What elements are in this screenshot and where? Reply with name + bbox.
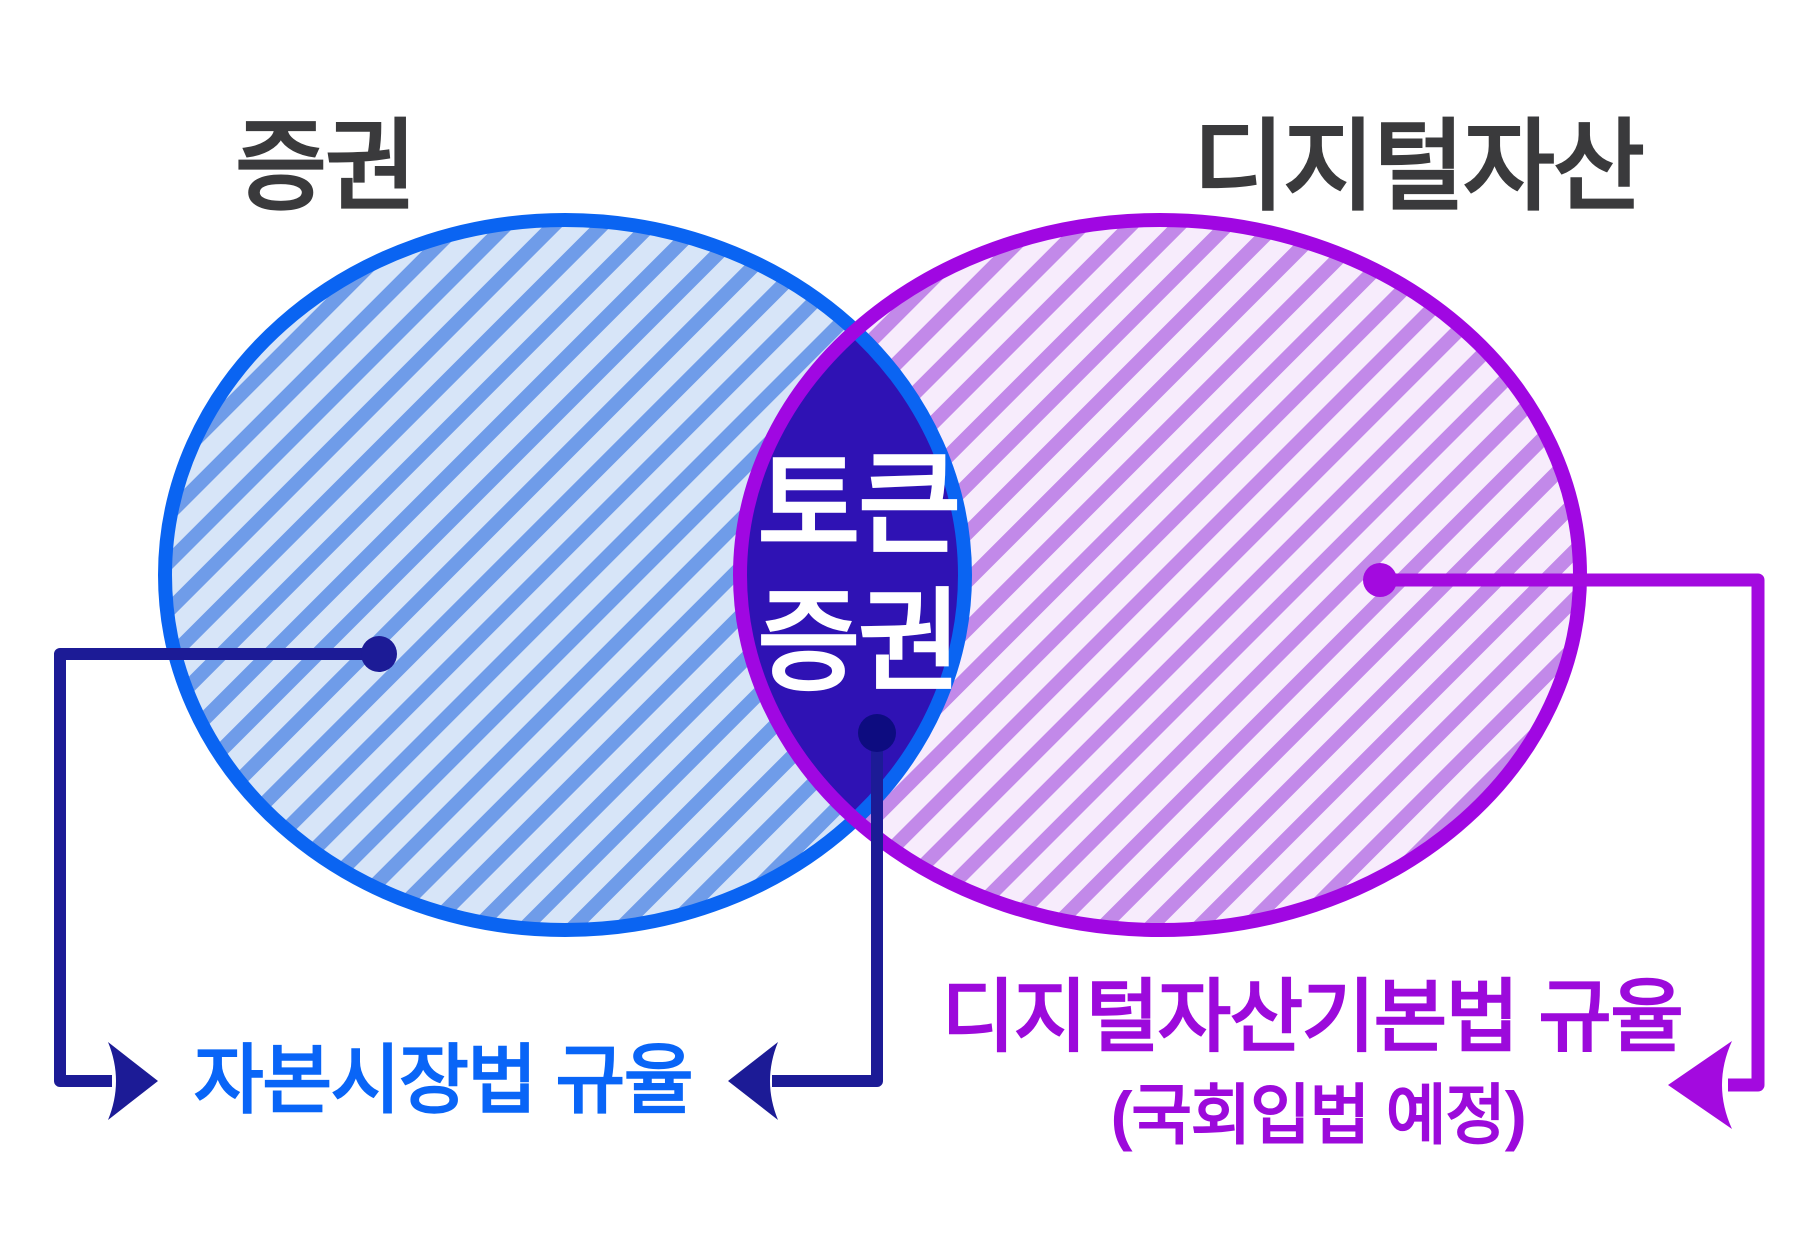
- left-regulation-caption: 자본시장법 규율: [194, 1039, 692, 1124]
- intersection-label-line1: 토큰: [757, 443, 959, 568]
- left-circle-outline: [158, 213, 972, 937]
- intersection-dot: [858, 714, 896, 752]
- left-circle-securities: [165, 220, 965, 930]
- left-circle-dot: [361, 636, 397, 672]
- intersection-label-line2: 증권: [757, 580, 959, 705]
- right-regulation-caption-line1: 디지털자산기본법 규율: [942, 973, 1683, 1062]
- right-caption-arrowhead-icon: [1668, 1041, 1732, 1129]
- left-caption-left-arrowhead-icon: [728, 1042, 778, 1120]
- intersection-connector-line: [772, 733, 883, 1087]
- right-circle-digital-assets: [740, 220, 1580, 930]
- right-regulation-caption-line2: (국회입법 예정): [1111, 1078, 1526, 1152]
- left-circle-connector-line: [54, 648, 379, 1087]
- left-caption-right-arrowhead-icon: [108, 1042, 158, 1120]
- right-set-title: 디지털자산: [1193, 111, 1644, 223]
- left-set-title: 증권: [235, 111, 415, 223]
- right-circle-connector-line: [1380, 573, 1765, 1092]
- right-circle-dot: [1363, 563, 1397, 597]
